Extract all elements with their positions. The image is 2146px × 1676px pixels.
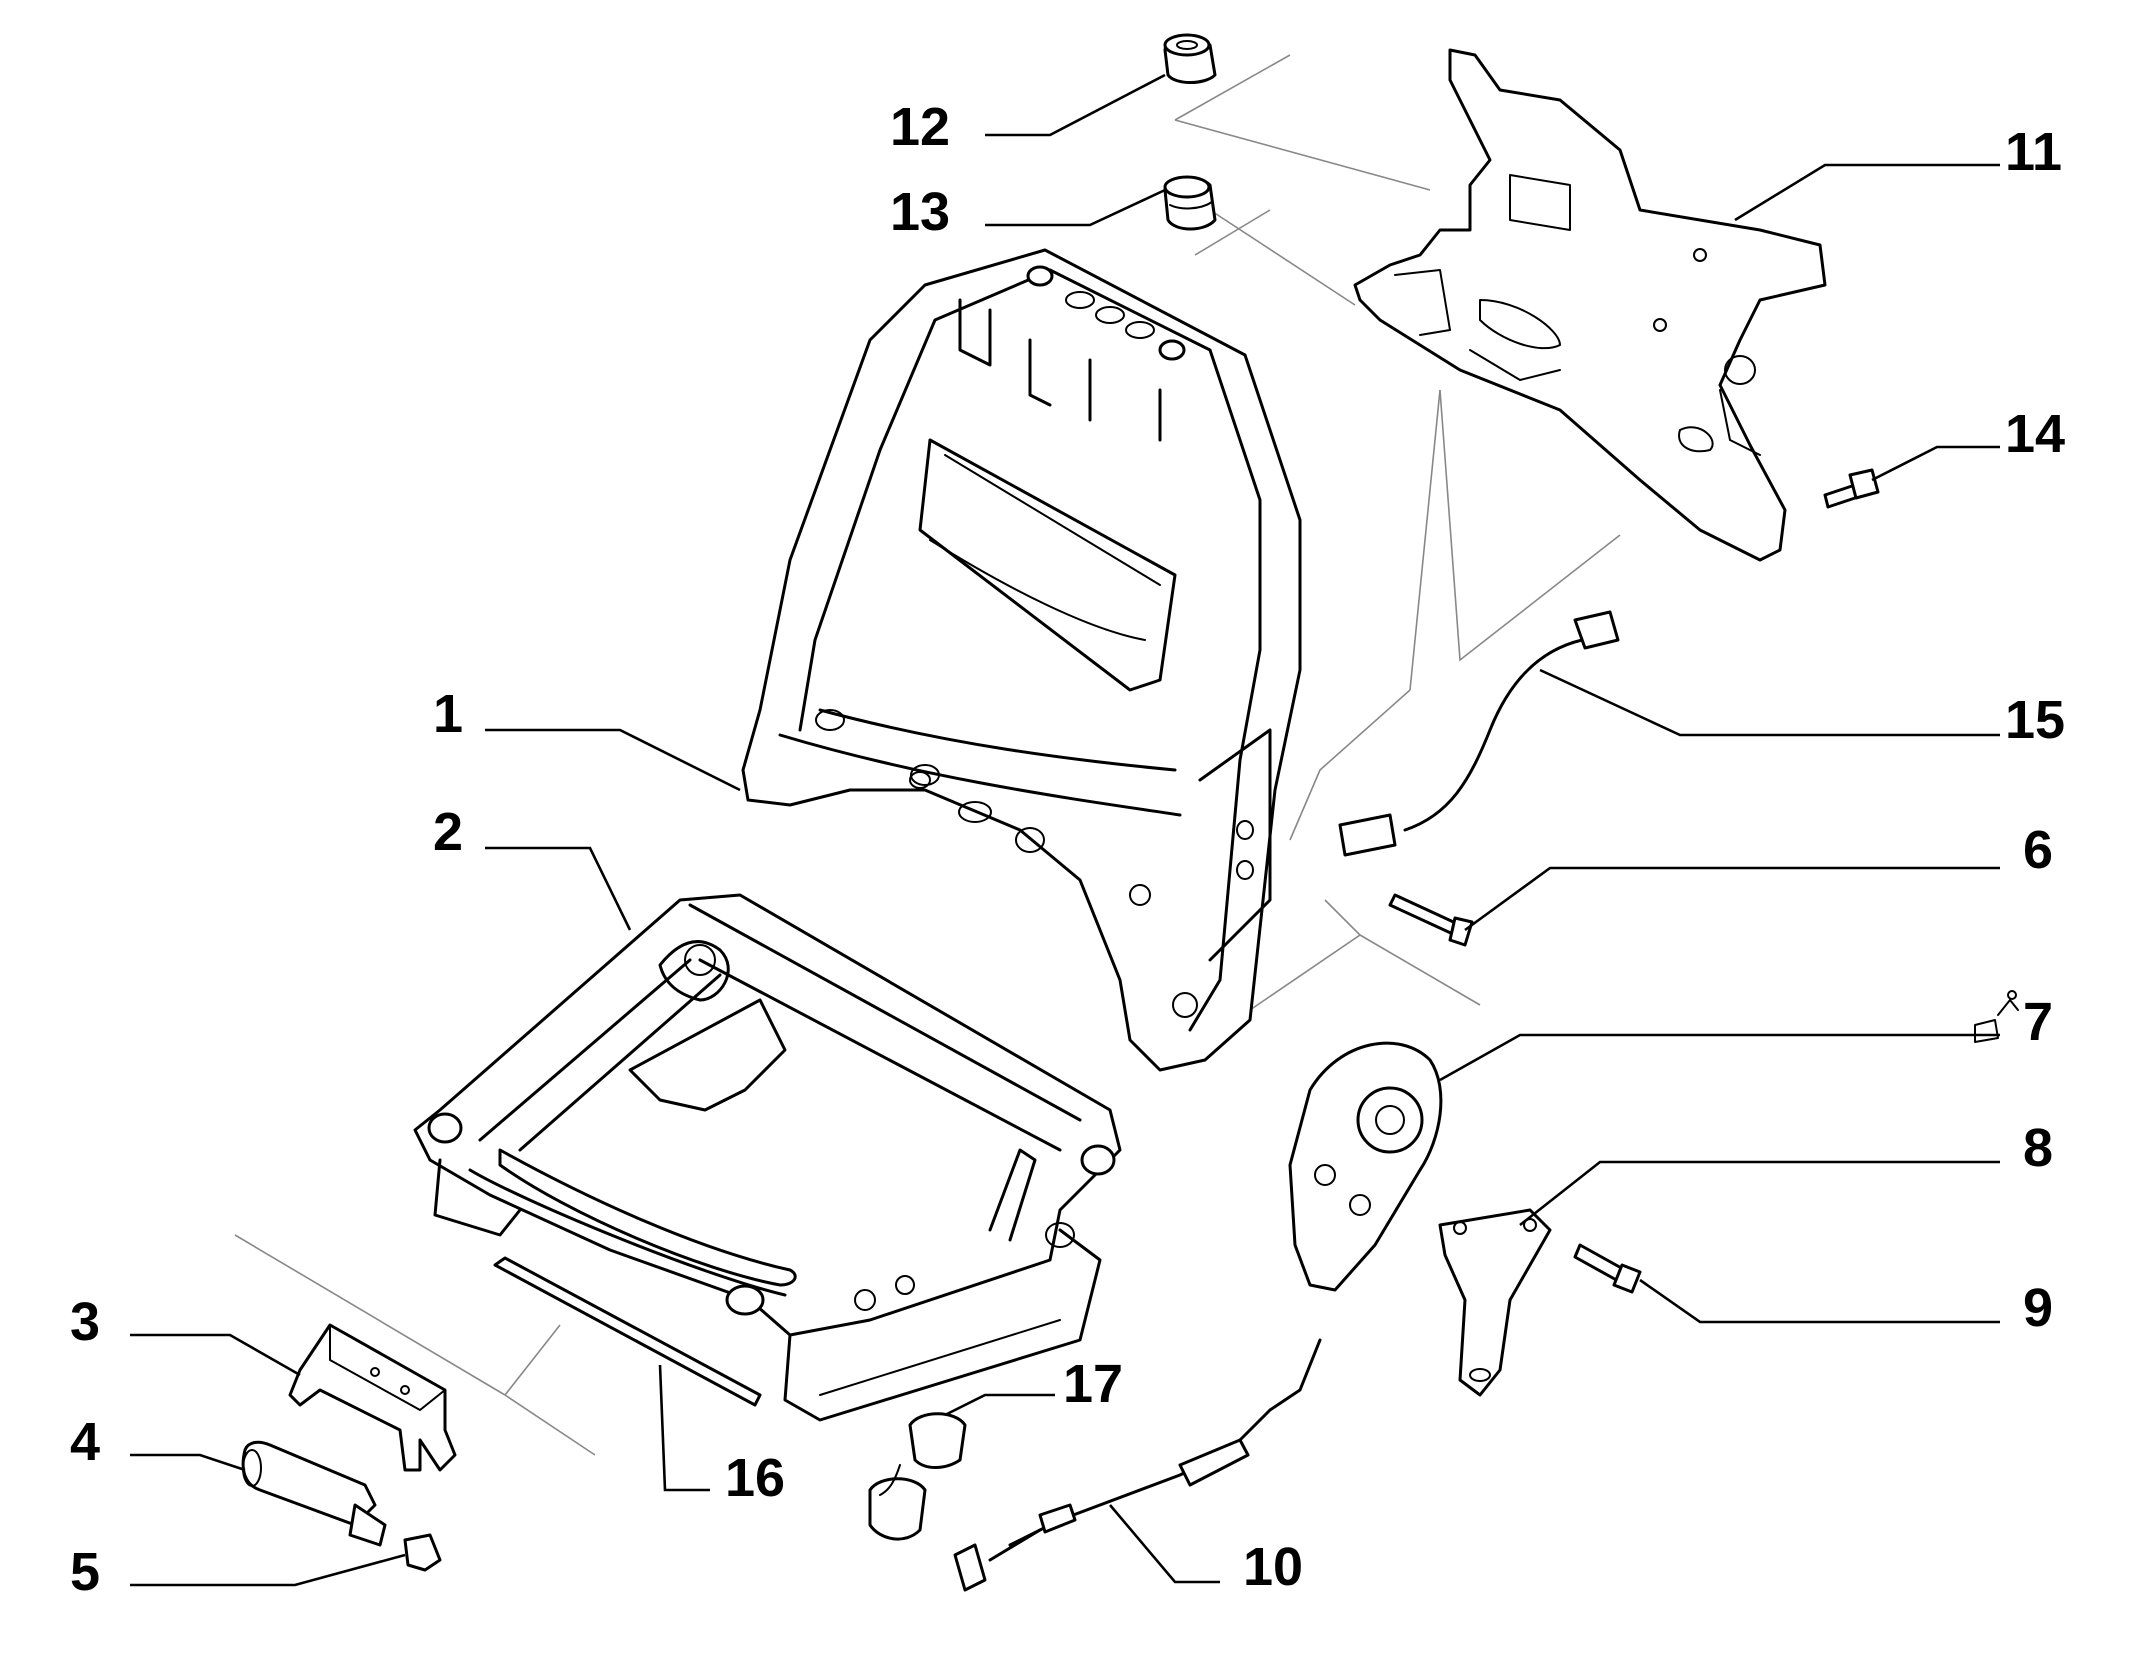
seat-back-frame [741,248,1302,1072]
grommet-13 [1163,175,1217,231]
seat-cushion-frame [413,893,1122,1422]
bolt-6 [1388,893,1474,947]
screw-9 [1573,1243,1642,1294]
label-part-10: 10 [1243,1537,1303,1597]
label-part-17: 17 [1063,1354,1123,1414]
mounting-plate [1438,1208,1552,1397]
bushing-12 [1163,33,1217,84]
label-part-11: 11 [2005,122,2062,182]
label-part-14: 14 [2005,404,2065,464]
label-part-13: 13 [890,182,950,242]
label-part-9: 9 [2023,1278,2053,1338]
electric-motor [241,1440,387,1547]
label-part-16: 16 [725,1448,785,1508]
label-part-2: 2 [433,802,463,862]
label-part-6: 6 [2023,820,2053,880]
motor-bracket [288,1323,457,1472]
part-labels: 1 2 3 4 5 6 7 8 9 10 11 12 13 14 15 16 1… [70,97,2065,1602]
wiring-harness [1338,610,1620,857]
bolt-14 [1823,468,1880,509]
label-part-3: 3 [70,1292,100,1352]
label-part-1: 1 [433,684,463,744]
recliner-mechanism [1288,1041,1443,1292]
seat-adjust-symbol-icon [1974,990,2019,1043]
side-bracket-plate [1353,48,1827,562]
adjuster-knob [868,1412,967,1541]
label-part-8: 8 [2023,1118,2053,1178]
guide-lines [234,54,1621,1456]
label-part-4: 4 [70,1412,100,1472]
label-part-5: 5 [70,1542,100,1602]
flex-cable [953,1338,1322,1592]
leader-lines [130,73,2000,1587]
label-part-7: 7 [2023,992,2053,1052]
spring-rod [493,1256,762,1407]
label-part-15: 15 [2005,690,2065,750]
label-part-12: 12 [890,97,950,157]
plastic-cap [403,1533,442,1572]
